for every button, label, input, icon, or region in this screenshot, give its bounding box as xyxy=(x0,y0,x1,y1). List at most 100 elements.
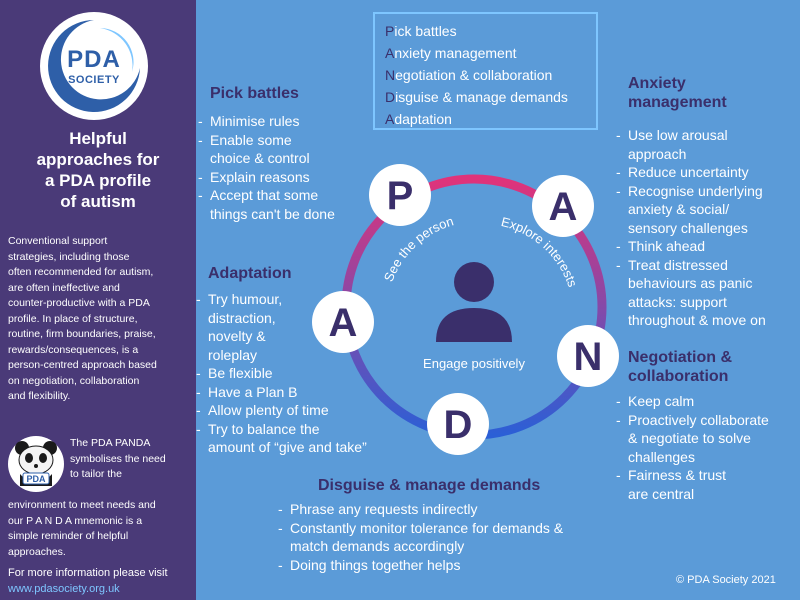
mnemonic-line: Anxiety management xyxy=(385,42,586,64)
mnemonic-word: egotiation & collaboration xyxy=(395,67,553,83)
panda-line: simple reminder of helpful xyxy=(8,530,129,542)
list-item: Allow plenty of time xyxy=(196,401,406,420)
panda-icon: PDA xyxy=(15,441,57,486)
sidebar-title-line: Helpful xyxy=(69,129,127,148)
intro-line: and flexibility. xyxy=(8,390,71,402)
sidebar-intro-text: Conventional support strategies, includi… xyxy=(8,234,192,405)
mnemonic-line: Negotiation & collaboration xyxy=(385,64,586,86)
sidebar-title-line: of autism xyxy=(60,192,136,211)
list-item-line: Doing things together helps xyxy=(290,556,461,573)
panda-description-continued: environment to meet needs and our P A N … xyxy=(8,498,192,560)
heading-line: Anxiety xyxy=(628,75,686,92)
letter-d: D xyxy=(444,403,473,447)
mnemonic-word: nxiety management xyxy=(394,45,517,61)
website-link[interactable]: www.pdasociety.org.uk xyxy=(8,583,120,595)
list-item-line: Explain reasons xyxy=(210,168,310,185)
list-item-line: sensory challenges xyxy=(628,219,748,236)
list-item: Be flexible xyxy=(196,364,406,383)
list-item-line: distraction, xyxy=(208,309,276,326)
list-item-line: Have a Plan B xyxy=(208,383,298,400)
letter-p: P xyxy=(387,174,414,218)
letter-circle-a-anxiety: A xyxy=(532,175,594,237)
list-item-line: amount of “give and take” xyxy=(208,439,367,455)
list-item: Phrase any requests indirectly xyxy=(278,500,618,519)
panda-line: The PDA PANDA xyxy=(70,437,151,449)
pick-battles-heading: Pick battles xyxy=(210,85,299,102)
mnemonic-line: Pick battles xyxy=(385,20,586,42)
adaptation-heading: Adaptation xyxy=(208,265,292,282)
panda-line: symbolises the need xyxy=(70,452,166,465)
logo-text-society: SOCIETY xyxy=(68,74,120,86)
list-item-line: throughout & move on xyxy=(628,312,766,328)
letter-circle-d: D xyxy=(427,393,489,455)
list-item-line: Try to balance the xyxy=(208,420,320,437)
list-item-line: Treat distressed xyxy=(628,256,728,273)
anxiety-management-list: Use low arousal approach Reduce uncertain… xyxy=(616,126,798,330)
list-item-line: & negotiate to solve xyxy=(628,430,751,446)
negotiation-collaboration-heading: Negotiation & collaboration xyxy=(628,348,732,386)
panda-logo-label: PDA xyxy=(26,474,46,484)
list-item-line: Recognise underlying xyxy=(628,182,763,199)
mnemonic-letter: P xyxy=(385,23,395,39)
explore-interests-label: Explore interests xyxy=(500,214,581,289)
letter-a-anxiety: A xyxy=(549,185,578,229)
list-item-line: choice & control xyxy=(210,150,310,166)
intro-line: on negotiation, collaboration xyxy=(8,374,140,387)
list-item-line: Reduce uncertainty xyxy=(628,164,749,180)
mnemonic-word: daptation xyxy=(394,111,452,127)
logo-text-pda: PDA xyxy=(67,46,121,73)
panda-mnemonic-box: Pick battles Anxiety management Negotiat… xyxy=(373,12,598,130)
mnemonic-letter: N xyxy=(385,67,396,83)
list-item: Explain reasons xyxy=(198,168,368,187)
list-item-line: challenges xyxy=(628,448,695,465)
list-item-line: match demands accordingly xyxy=(290,538,465,554)
list-item-line: Try humour, xyxy=(208,291,283,307)
list-item-line: Keep calm xyxy=(628,393,695,409)
intro-line: often recommended for autism, xyxy=(8,266,154,278)
panda-line: our P A N D A mnemonic is a xyxy=(8,514,143,527)
list-item: Keep calm xyxy=(616,392,798,411)
heading-line: Negotiation & xyxy=(628,349,732,366)
intro-line: are often ineffective and xyxy=(8,281,120,294)
letter-circle-p: P xyxy=(369,164,431,226)
more-info-text: For more information please visit xyxy=(8,567,168,579)
list-item-line: are central xyxy=(628,485,695,502)
intro-line: profile. In place of structure, xyxy=(8,312,138,325)
see-the-person-label: See the person xyxy=(381,213,455,283)
list-item-line: novelty & xyxy=(208,328,266,344)
list-item: Constantly monitor tolerance for demands… xyxy=(278,519,618,556)
panda-line: approaches. xyxy=(8,545,66,558)
list-item-line: Proactively collaborate xyxy=(628,411,769,428)
intro-line: strategies, including those xyxy=(8,250,130,263)
pda-panda-logo: PDA xyxy=(8,436,64,492)
negotiation-collaboration-list: Keep calm Proactively collaborate & negot… xyxy=(616,392,798,503)
list-item: Treat distressed behaviours as panic attac… xyxy=(616,256,798,330)
list-item-line: Use low arousal xyxy=(628,127,728,143)
sidebar-title: Helpful approaches for a PDA profile of … xyxy=(10,128,186,212)
list-item: Think ahead xyxy=(616,237,798,256)
list-item-line: Phrase any requests indirectly xyxy=(290,501,478,517)
list-item-line: approach xyxy=(628,145,687,162)
disguise-manage-demands-heading: Disguise & manage demands xyxy=(318,477,541,494)
letter-circle-n: N xyxy=(557,325,619,387)
list-item-line: Minimise rules xyxy=(210,113,300,129)
list-item-line: behaviours as panic xyxy=(628,275,753,291)
pda-society-logo[interactable]: PDA SOCIETY xyxy=(40,12,148,120)
intro-line: counter-productive with a PDA xyxy=(8,297,150,309)
mnemonic-line: Adaptation xyxy=(385,108,586,130)
list-item: Minimise rules xyxy=(198,112,368,131)
list-item-line: attacks: support xyxy=(628,293,727,310)
list-item-line: Allow plenty of time xyxy=(208,402,329,418)
panda-line: to tailor the xyxy=(70,468,122,480)
mnemonic-letter: D xyxy=(385,89,396,105)
mnemonic-letter: A xyxy=(385,111,395,127)
sidebar-title-line: approaches for xyxy=(36,150,160,169)
intro-line: rewards/consequences, is a xyxy=(8,343,139,356)
list-item: Have a Plan B xyxy=(196,383,406,402)
list-item-line: Constantly monitor tolerance for demands… xyxy=(290,519,564,536)
mnemonic-word: isguise & manage demands xyxy=(395,89,568,105)
